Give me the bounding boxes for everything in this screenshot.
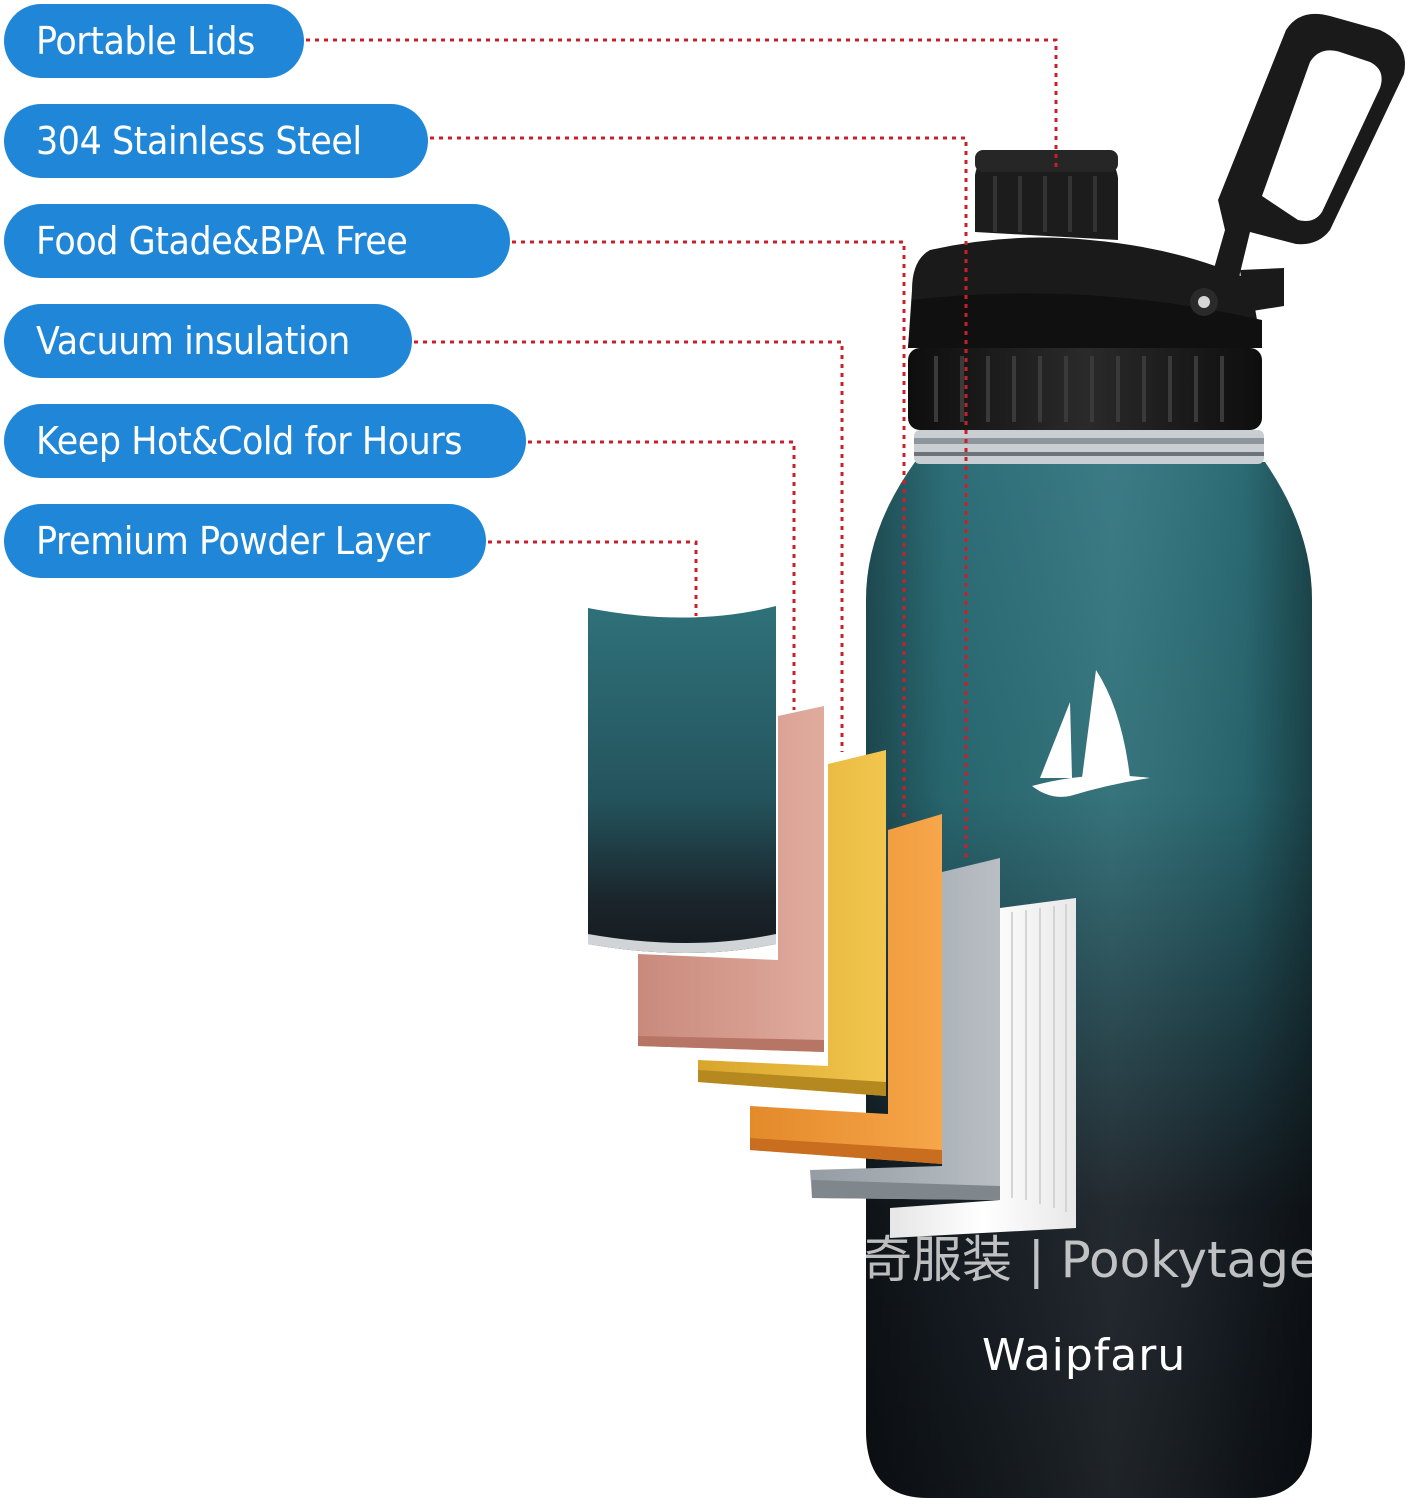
bottle-cap-icon	[908, 13, 1405, 430]
feature-text: Premium Powder Layer	[36, 519, 430, 563]
feature-label-stainless-steel: 304 Stainless Steel	[4, 104, 428, 178]
feature-label-portable-lids: Portable Lids	[4, 4, 304, 78]
bottle-body	[866, 430, 1312, 1498]
watermark-text: 奇服装 | Pookytage	[862, 1231, 1312, 1289]
feature-text: Vacuum insulation	[36, 319, 350, 363]
feature-text: Food Gtade&BPA Free	[36, 219, 408, 263]
feature-text: Portable Lids	[36, 19, 255, 63]
feature-text: 304 Stainless Steel	[36, 119, 362, 163]
sailboat-logo-icon	[1032, 670, 1150, 797]
layer-cutaway	[588, 606, 1076, 1238]
brand-name: Waipfaru	[982, 1330, 1187, 1381]
leader-lines	[306, 38, 1058, 862]
feature-label-food-grade: Food Gtade&BPA Free	[4, 204, 510, 278]
feature-label-vacuum-insulation: Vacuum insulation	[4, 304, 412, 378]
feature-label-powder-layer: Premium Powder Layer	[4, 504, 486, 578]
feature-label-hot-cold: Keep Hot&Cold for Hours	[4, 404, 526, 478]
feature-text: Keep Hot&Cold for Hours	[36, 419, 463, 463]
